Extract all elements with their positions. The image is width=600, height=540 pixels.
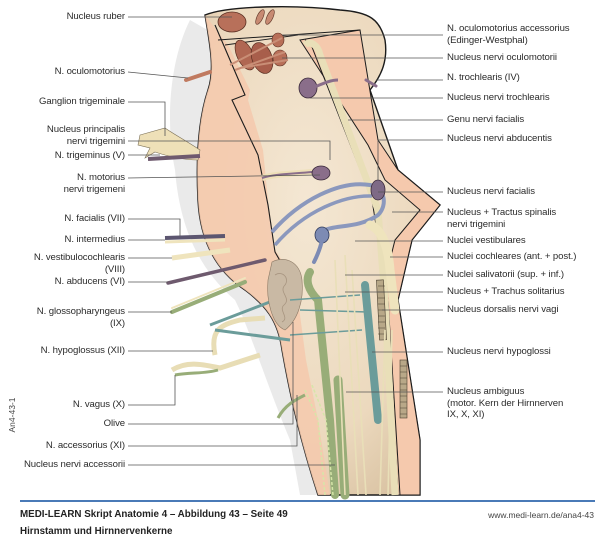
spinal-trigeminal-tract	[365, 220, 400, 315]
label-line-1: N. motorius	[77, 172, 125, 183]
label-n-vagus: N. vagus (X)	[72, 399, 125, 410]
label-line-2: (IX)	[109, 317, 125, 329]
label-nuclei-vestibulares: Nuclei vestibulares	[447, 235, 526, 246]
label-nucleus-nervi-accessorii: Nucleus nervi accessorii	[23, 459, 125, 470]
label-nuclei-cochleares: Nuclei cochleares (ant. + post.)	[447, 251, 577, 262]
n-oculomotorius-nerve	[184, 70, 212, 82]
motor-trigeminal-nucleus	[311, 165, 331, 181]
figure-source: MEDI-LEARN Skript Anatomie 4 – Abbildung…	[20, 509, 288, 520]
leader-lines	[127, 16, 443, 466]
figure-code: An4-43-1	[7, 397, 17, 433]
n-motorius-inner	[261, 171, 313, 179]
label-nucleus-nervi-trochlearis: Nucleus nervi trochlearis	[447, 92, 550, 103]
label-nucleus-nervi-facialis: Nucleus nervi facialis	[447, 186, 535, 197]
label-n-facialis: N. facialis (VII)	[64, 213, 125, 224]
label-n-oculomotorius-accessorius: N. oculomotorius accessorius (Edinger-We…	[447, 23, 570, 46]
cut-surface-band	[197, 15, 330, 495]
brainstem-illustration	[127, 6, 443, 500]
label-line-2: nervi trigemini	[66, 135, 125, 147]
label-n-glossopharyngeus: N. glossopharyngeus (IX)	[37, 306, 125, 329]
label-line-2: nervi trigemini	[447, 218, 506, 230]
label-ganglion-trigeminale: Ganglion trigeminale	[39, 96, 125, 107]
n-hypoglossus-teal	[209, 298, 291, 342]
label-n-accessorius: N. accessorius (XI)	[45, 440, 125, 451]
label-line-1: Nucleus principalis	[46, 124, 125, 135]
n-abducens-nerve	[166, 258, 267, 285]
accessory-dashed-2	[311, 384, 334, 496]
label-line-3: IX, X, XI)	[447, 409, 485, 420]
label-nucleus-ambiguus: Nucleus ambiguus (motor. Kern der Hirnne…	[447, 386, 563, 421]
edinger-westphal-shape-1	[255, 9, 265, 25]
oculomotor-fibers	[229, 37, 289, 71]
footer-divider	[20, 500, 595, 502]
label-nucleus-ruber: Nucleus ruber	[66, 11, 126, 22]
label-olive: Olive	[103, 418, 125, 429]
label-line-2: (motor. Kern der Hirnnerven	[447, 397, 564, 409]
label-n-trigeminus: N. trigeminus (V)	[54, 150, 125, 161]
label-n-vestibulocochlearis: N. vestibulocochlearis (VIII)	[34, 252, 125, 275]
n-vestibulocochlearis-nerve	[171, 247, 231, 261]
n-glossopharyngeus-nerve	[170, 280, 247, 314]
label-nucleus-dorsalis-nervi-vagi: Nucleus dorsalis nervi vagi	[447, 304, 559, 315]
label-nuclei-salivatorii: Nuclei salivatorii (sup. + inf.)	[447, 269, 565, 280]
n-glossopharyngeus-sheath	[171, 277, 246, 309]
label-n-abducens: N. abducens (VI)	[54, 276, 125, 287]
trochlear-fiber	[311, 78, 339, 90]
ganglion-trigeminale-shape	[137, 127, 201, 161]
label-line-1: N. vestibulocochlearis	[33, 252, 125, 263]
inner-outline	[214, 24, 291, 279]
edinger-westphal-shape-2	[265, 9, 275, 25]
label-n-hypoglossus: N. hypoglossus (XII)	[40, 345, 125, 356]
trochlear-nucleus-shape	[298, 77, 318, 99]
label-line-2: (Edinger-Westphal)	[447, 34, 528, 46]
label-nucleus-principalis: Nucleus principalis nervi trigemini	[47, 124, 125, 147]
nucleus-ruber-shape	[217, 11, 247, 33]
hypoglossal-root-green	[303, 268, 339, 499]
n-accessorius-nerve	[276, 393, 306, 419]
label-n-oculomotorius: N. oculomotorius	[54, 66, 125, 77]
abducens-fiber	[312, 238, 324, 264]
label-n-motorius: N. motorius nervi trigemeni	[63, 172, 126, 195]
n-trigeminus-nerve	[147, 154, 201, 161]
label-line-1: N. glossopharyngeus	[36, 306, 125, 317]
figure-title: Hirnstamm und Hirnnervenkerne	[20, 526, 173, 537]
longitudinal-fibers	[334, 254, 393, 496]
n-vagus-green	[174, 368, 219, 377]
label-genu-nervi-facialis: Genu nervi facialis	[447, 114, 525, 125]
label-nucleus-tractus-spinalis: Nucleus + Tractus spinalis nervi trigemi…	[447, 207, 556, 230]
n-trochlearis-nerve	[364, 78, 378, 88]
label-n-intermedius: N. intermedius	[64, 234, 126, 245]
label-line-1: Nucleus + Tractus spinalis	[447, 207, 557, 218]
label-nucleus-nervi-abducentis: Nucleus nervi abducentis	[447, 133, 552, 144]
label-n-trochlearis: N. trochlearis (IV)	[447, 72, 520, 83]
label-line-2: nervi trigemeni	[63, 183, 126, 195]
n-vagus-nerve	[170, 352, 261, 373]
n-facialis-nerve	[164, 234, 226, 240]
facial-nucleus-shape	[370, 179, 386, 201]
label-line-1: N. oculomotorius accessorius	[447, 23, 570, 34]
olive-folds	[274, 273, 287, 323]
dorsal-vagus-column	[361, 281, 382, 424]
vagus-fibers	[289, 294, 369, 336]
facial-nerve-loop-2	[273, 194, 373, 247]
label-line-2: (VIII)	[104, 263, 125, 275]
figure-url[interactable]: www.medi-learn.de/ana4-43	[488, 510, 594, 520]
label-nucleus-nervi-oculomotorii: Nucleus nervi oculomotorii	[447, 52, 557, 63]
label-nucleus-tractus-solitarius: Nucleus + Trachus solitarius	[447, 286, 565, 297]
label-nucleus-nervi-hypoglossi: Nucleus nervi hypoglossi	[447, 346, 551, 357]
n-intermedius-nerve	[164, 238, 226, 244]
ambiguus-striped-column	[399, 359, 408, 419]
n-hypoglossus-nerve	[211, 315, 266, 356]
label-line-1: Nucleus ambiguus	[447, 386, 525, 397]
accessory-dashed	[304, 389, 326, 496]
